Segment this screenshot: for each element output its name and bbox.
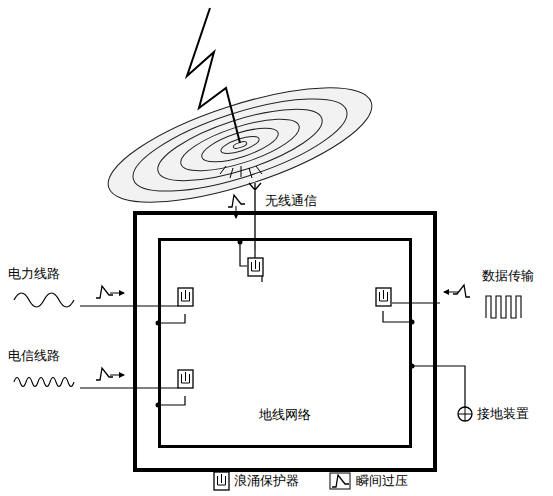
lightning-bolt	[187, 8, 240, 143]
building-outline	[135, 213, 435, 470]
overvoltage-arrow	[110, 375, 124, 376]
legend-text: 浪涌保护器	[234, 473, 299, 489]
junction-dots	[156, 240, 415, 408]
line-label: 无线通信	[265, 193, 317, 209]
legend-overvoltage-frame	[330, 473, 350, 489]
overvoltage-arrow	[110, 293, 124, 294]
node-label: 地线网络	[259, 407, 311, 423]
ground-symbol	[458, 407, 472, 421]
surge-protector	[178, 288, 193, 306]
legend-text: 瞬间过压	[356, 473, 408, 489]
line-label: 电力线路	[8, 266, 60, 282]
surge-protector	[178, 370, 193, 388]
square-wave	[486, 296, 521, 318]
overvoltage-symbol	[453, 285, 470, 297]
wiring	[80, 242, 465, 407]
telecom-wave	[14, 378, 74, 387]
overvoltage-symbol	[96, 368, 113, 380]
ground-network-box: 地线网络	[158, 238, 412, 448]
overvoltage-arrow	[444, 292, 458, 293]
overvoltage-symbol	[228, 195, 245, 207]
line-label: 电信线路	[8, 348, 60, 364]
sine-wave	[14, 293, 74, 307]
line-label: 接地装置	[477, 406, 529, 422]
surge-protector	[376, 288, 391, 306]
overvoltage-symbol	[96, 286, 113, 298]
em-wave	[96, 64, 383, 225]
legend-protector-sample	[214, 472, 229, 490]
surge-protector	[248, 258, 263, 276]
line-label: 数据传输	[482, 268, 534, 284]
radiation-dashes	[220, 166, 262, 178]
legend-overvoltage-sample	[332, 475, 349, 487]
